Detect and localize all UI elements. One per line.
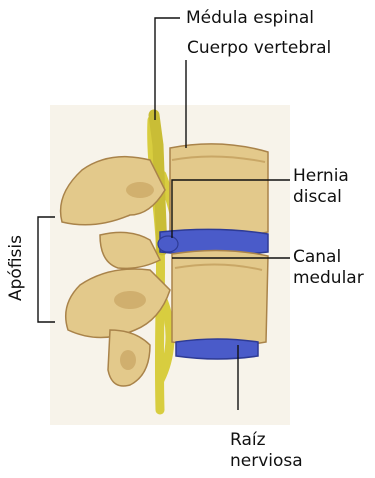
label-hernia-line1: Hernia [293, 166, 349, 187]
label-canal-line2: medular [293, 268, 364, 289]
upper-vertebral-body [170, 144, 268, 237]
label-raiz-nerviosa: Raíz nerviosa [230, 430, 303, 472]
label-hernia-line2: discal [293, 187, 349, 208]
label-canal-medular: Canal medular [293, 247, 364, 289]
label-medula-espinal: Médula espinal [186, 8, 314, 29]
label-raiz-line2: nerviosa [230, 451, 303, 472]
label-cuerpo-vertebral: Cuerpo vertebral [187, 38, 331, 59]
leader-medula [155, 18, 180, 120]
label-hernia-discal: Hernia discal [293, 166, 349, 208]
label-apofisis: Apófisis [6, 232, 26, 304]
lower-vertebral-body [172, 250, 268, 346]
label-canal-line1: Canal [293, 247, 364, 268]
label-raiz-line1: Raíz [230, 430, 303, 451]
lower-disc [176, 339, 258, 359]
